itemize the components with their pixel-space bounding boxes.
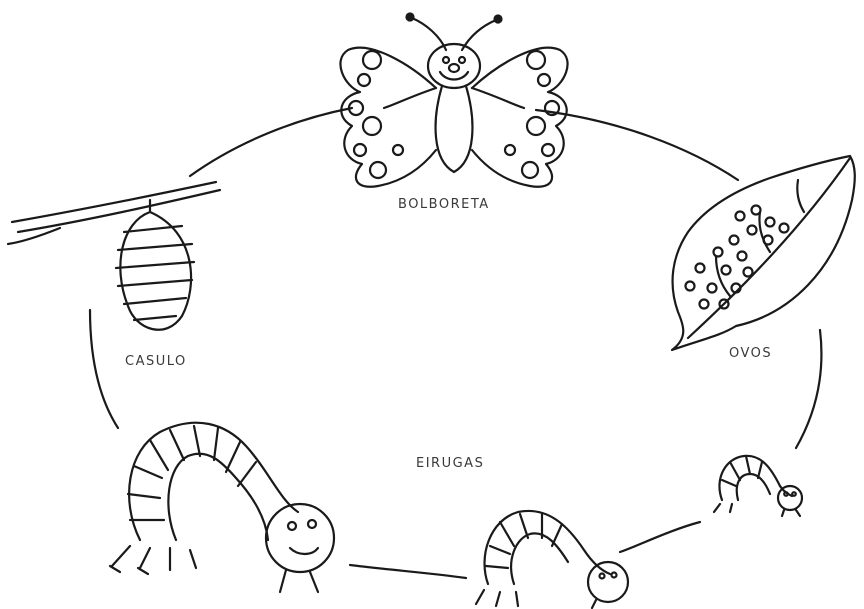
arc-small-to-medium-caterpillar bbox=[620, 522, 700, 552]
label-butterfly: BOLBORETA bbox=[398, 197, 490, 212]
leaf-with-eggs-illustration bbox=[672, 156, 855, 350]
arc-eggs-to-caterpillar bbox=[796, 330, 821, 448]
small-caterpillar-illustration bbox=[714, 456, 802, 516]
label-caterpillars: EIRUGAS bbox=[416, 456, 484, 471]
label-eggs: OVOS bbox=[729, 346, 772, 361]
arc-large-caterpillar-to-cocoon bbox=[90, 310, 118, 428]
label-cocoon: CASULO bbox=[125, 354, 187, 369]
cocoon-illustration bbox=[8, 182, 220, 330]
arc-butterfly-to-eggs bbox=[536, 110, 738, 180]
arc-cocoon-to-butterfly bbox=[190, 108, 352, 176]
large-caterpillar-illustration bbox=[110, 423, 334, 592]
arc-medium-to-large-caterpillar bbox=[350, 565, 466, 578]
cycle-arcs bbox=[90, 108, 821, 578]
butterfly-illustration bbox=[340, 14, 567, 187]
medium-caterpillar-illustration bbox=[476, 511, 628, 608]
